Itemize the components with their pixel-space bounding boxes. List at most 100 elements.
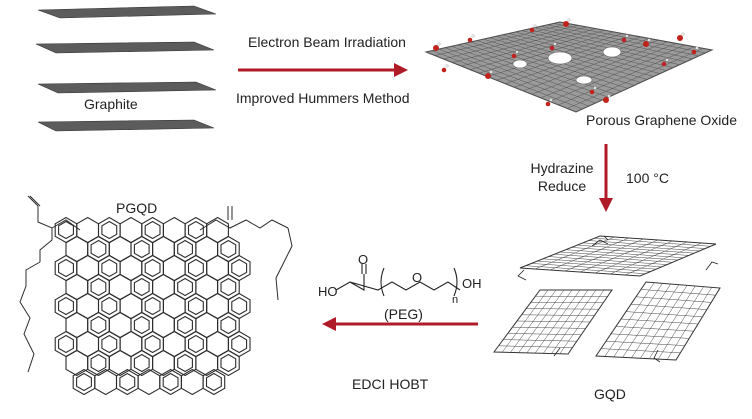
peg-n-subscript: n (452, 294, 458, 306)
arrow-graphite-to-pgo-head (394, 63, 408, 77)
pgqd-ring (138, 370, 160, 395)
graphite-layers (36, 6, 216, 131)
pgo-pore (576, 76, 592, 84)
pgo-oxygen-atom (590, 90, 595, 95)
gqd-sheet-left (494, 290, 612, 354)
pgqd-ring-inner (207, 374, 222, 391)
pgqd-ring-inner (221, 317, 236, 334)
step1-bottom-label: Improved Hummers Method (236, 90, 410, 106)
graphite-sheet-1 (38, 6, 216, 18)
peg-ether-o-label: O (412, 270, 422, 285)
pgqd-ring-inner (102, 298, 117, 315)
peg-carbonyl-o-label: O (358, 252, 368, 267)
pgqd-side-chain (276, 228, 292, 300)
pgo-hydrogen-atom (472, 35, 475, 38)
peg-label: (PEG) (384, 306, 423, 322)
porous-graphene-oxide-sheet (426, 19, 712, 112)
pgqd-ring-inner (77, 374, 92, 391)
pgqd-ring-inner (221, 355, 236, 372)
pgqd-ring-inner (91, 317, 106, 334)
pgo-hydrogen-atom (534, 25, 537, 28)
pgqd-ring-inner (178, 317, 193, 334)
pgo-hydrogen-atom (666, 59, 669, 62)
pgo-oxygen-atom (643, 41, 649, 47)
pgqd-ring-inner (145, 222, 160, 239)
pgo-hydrogen-atom (550, 99, 553, 102)
pgqd-ring-inner (232, 298, 247, 315)
pgqd-side-chain (40, 228, 52, 262)
pgo-hydrogen-atom (648, 39, 651, 42)
pgqd-ring-inner (59, 298, 74, 315)
graphite-sheet-4 (38, 120, 214, 131)
pgo-hydrogen-atom (554, 43, 557, 46)
pgqd-ring-inner (91, 241, 106, 258)
pgqd-ring (181, 370, 203, 395)
pgqd-structure (20, 196, 292, 395)
peg-oh-label: OH (462, 276, 482, 291)
pgo-pore (603, 47, 621, 57)
pgqd-ring-inner (134, 355, 149, 372)
pgo-oxygen-atom (603, 97, 609, 103)
pgqd-side-chain (228, 206, 232, 220)
pgo-oxygen-atom (468, 38, 473, 43)
pgqd-ring-inner (189, 222, 204, 239)
pgo-oxygen-atom (546, 102, 551, 107)
step2-line2-label: Reduce (530, 178, 594, 194)
peg-backbone (336, 274, 460, 290)
pgqd-side-chain (20, 262, 40, 372)
pgqd-ring-inner (232, 336, 247, 353)
pgqd-ring (95, 370, 117, 395)
arrow-gqd-to-pgqd-head (322, 317, 336, 331)
pgqd-ring-inner (91, 355, 106, 372)
pgo-label: Porous Graphene Oxide (586, 112, 737, 128)
pgqd-ring-inner (178, 355, 193, 372)
pgqd-ring-inner (59, 260, 74, 277)
pgqd-ring-inner (189, 260, 204, 277)
pgo-pore (513, 60, 527, 68)
pgqd-ring-inner (120, 374, 135, 391)
pgo-hydrogen-atom (568, 19, 571, 22)
peg-structure (336, 264, 460, 296)
pgqd-ring-inner (178, 279, 193, 296)
pgo-hydrogen-atom (608, 95, 611, 98)
graphite-label: Graphite (84, 96, 138, 112)
pgqd-ring-inner (102, 222, 117, 239)
pgo-oxygen-atom (550, 46, 555, 51)
pgo-hydrogen-atom (626, 35, 629, 38)
gqd-particles (494, 236, 720, 362)
graphite-sheet-3 (38, 82, 216, 93)
pgqd-ring-inner (134, 241, 149, 258)
pgo-oxygen-atom (662, 62, 667, 67)
pgqd-side-chain (200, 220, 288, 230)
pgo-oxygen-atom (512, 54, 517, 59)
pgqd-label: PGQD (116, 200, 157, 216)
pgo-oxygen-atom (433, 45, 439, 51)
pgqd-ring-inner (189, 298, 204, 315)
pgo-hydrogen-atom (490, 71, 493, 74)
peg-bracket-right (454, 268, 457, 296)
step2-temp-label: 100 °C (626, 170, 669, 186)
pgqd-ring-inner (102, 336, 117, 353)
pgqd-ring-inner (189, 336, 204, 353)
pgo-hydrogen-atom (446, 65, 449, 68)
peg-ho-label: HO (318, 284, 338, 299)
pgo-hydrogen-atom (682, 33, 685, 36)
pgo-oxygen-atom (677, 35, 683, 41)
pgqd-ring-inner (145, 336, 160, 353)
pgo-oxygen-atom (622, 38, 627, 43)
pgqd-ring-inner (145, 260, 160, 277)
pgqd-ring-inner (134, 317, 149, 334)
pgqd-ring-inner (91, 279, 106, 296)
graphite-sheet-2 (36, 42, 214, 53)
arrow-pgo-to-gqd-head (599, 198, 613, 212)
gqd-label: GQD (594, 386, 626, 402)
step2-line1-label: Hydrazine (530, 160, 594, 176)
peg-bracket-left (381, 268, 384, 296)
pgo-oxygen-atom (442, 68, 447, 73)
pgqd-ring-inner (232, 260, 247, 277)
gqd-sheet-right (596, 282, 720, 360)
pgqd-side-chain (28, 196, 40, 206)
pgo-hydrogen-atom (594, 87, 597, 90)
pgo-hydrogen-atom (696, 47, 699, 50)
pgo-oxygen-atom (530, 28, 535, 33)
